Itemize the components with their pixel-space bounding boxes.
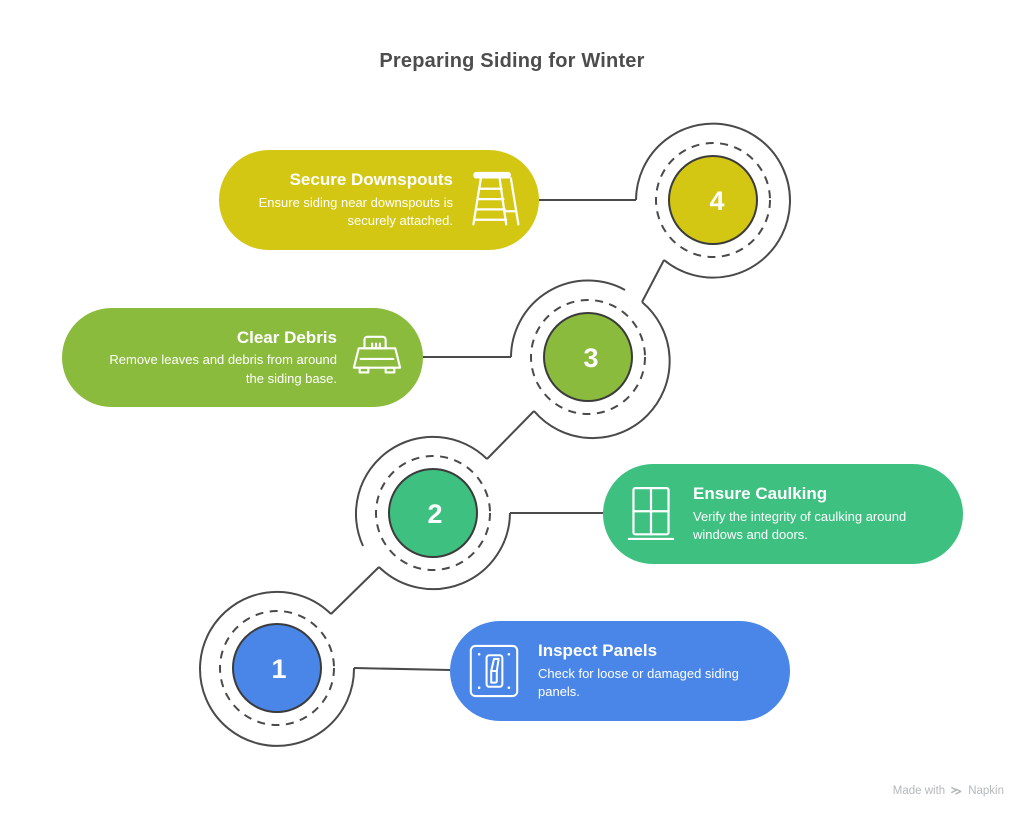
step-pill-1: Inspect Panels Check for loose or damage…: [450, 621, 790, 721]
step-number-2: 2: [427, 499, 442, 529]
napkin-logo-icon: [951, 787, 962, 795]
diagram-title: Preparing Siding for Winter: [379, 50, 645, 72]
napkin-watermark: Made with Napkin: [893, 785, 1004, 797]
watermark-brand: Napkin: [968, 785, 1004, 797]
switch-panel-icon: [469, 644, 519, 698]
step-circle-3: [543, 312, 633, 402]
circle3-outer-ring-a: [510, 279, 626, 358]
step-1-description: Check for loose or damaged siding panels…: [538, 665, 739, 700]
step-number-1: 1: [271, 654, 286, 684]
circle2-outer-ring-b: [355, 435, 488, 547]
circle1-dashed-ring: [219, 610, 335, 726]
connector-circle3-circle2: [486, 410, 535, 460]
step-3-title: Clear Debris: [236, 327, 337, 347]
step-number-3: 3: [583, 343, 598, 373]
leaf-vacuum-icon: [352, 335, 402, 374]
circle3-dashed-ring: [530, 299, 646, 415]
step-circle-4: [668, 155, 758, 245]
ladder-icon: [472, 171, 520, 226]
circle2-outer-ring-a: [378, 512, 511, 591]
circle3-outer-ring-b: [533, 301, 671, 440]
window-icon: [627, 487, 675, 541]
step-2-description: Verify the integrity of caulking around …: [693, 508, 907, 543]
circle2-dashed-ring: [375, 455, 491, 571]
connector-circle4-circle3: [641, 259, 665, 303]
step-pill-4: Secure Downspouts Ensure siding near dow…: [219, 150, 539, 250]
step-pill-2: Ensure Caulking Verify the integrity of …: [603, 464, 963, 564]
watermark-prefix: Made with: [892, 785, 946, 797]
step-1-title: Inspect Panels: [538, 641, 658, 661]
step-3-description: Remove leaves and debris from around the…: [109, 352, 337, 386]
circle4-dashed-ring: [655, 142, 771, 258]
connector-circle2-circle1: [330, 566, 380, 615]
step-number-4: 4: [709, 186, 724, 216]
step-2-title: Ensure Caulking: [693, 484, 828, 504]
step-4-title: Secure Downspouts: [289, 170, 453, 190]
step-pill-3: Clear Debris Remove leaves and debris fr…: [62, 308, 423, 407]
step-circle-1: [232, 623, 322, 713]
circle4-outer-ring: [635, 122, 791, 279]
connector-circle1-pill1: [353, 667, 451, 671]
step-circle-2: [388, 468, 478, 558]
circle1-outer-ring: [199, 590, 356, 747]
step-4-description: Ensure siding near downspouts is securel…: [258, 194, 453, 229]
